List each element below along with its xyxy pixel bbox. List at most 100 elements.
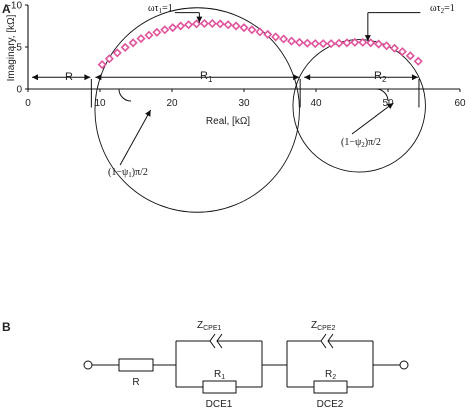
data-point-35 — [374, 39, 384, 49]
annotation-phase-angle-1: (1−ψ1)π/2 — [108, 167, 148, 179]
annotation-omega-tau-2-sub: 2 — [441, 7, 445, 15]
data-point-24 — [286, 36, 297, 46]
data-point-27 — [310, 39, 320, 49]
boundary-markers — [90, 78, 420, 108]
annotation-omega-tau-2: ωτ2=1 — [430, 3, 455, 15]
x-tick-label-30: 30 — [238, 98, 250, 109]
data-point-39 — [405, 51, 415, 61]
annotation-omega-tau-1-main: ωτ — [148, 3, 159, 14]
data-point-15 — [215, 19, 225, 29]
data-point-37 — [389, 43, 400, 53]
block1-rails — [175, 341, 263, 387]
data-point-6 — [144, 30, 154, 40]
segment-label-r1-sub: 1 — [208, 75, 213, 84]
label-dce2: DCE2 — [317, 399, 344, 410]
label-r: R — [132, 377, 139, 388]
data-point-20 — [255, 27, 265, 37]
y-axis-label: Imaginary, [kΩ] — [6, 14, 17, 81]
segment-r-arrow-left — [32, 74, 38, 81]
arc-circle-r1 — [94, 7, 300, 213]
x-axis-label: Real, [kΩ] — [206, 116, 250, 127]
label-z-cpe1: ZCPE1 — [197, 320, 222, 332]
resistor-r1 — [202, 380, 237, 394]
arrow-phase-2-head — [386, 103, 394, 109]
arrow-phase-1-head — [145, 110, 151, 117]
data-point-33 — [358, 37, 368, 47]
label-z-cpe2: ZCPE2 — [311, 320, 336, 332]
segment-r1-arrow-left — [95, 74, 102, 81]
label-r2: R2 — [325, 369, 336, 381]
arrow-phase-1-line — [119, 109, 152, 166]
segment-label-r2-sub: 2 — [382, 75, 387, 84]
segment-r-arrow-right — [84, 74, 91, 81]
annotation-arrows — [119, 12, 421, 166]
annotation-omega-tau-2-main: ωτ — [430, 3, 441, 14]
data-point-1 — [104, 54, 114, 64]
data-point-5 — [136, 34, 146, 44]
data-point-9 — [168, 23, 178, 33]
data-point-2 — [112, 48, 122, 58]
resistor-r — [118, 358, 154, 372]
annotation-phase-angle-1-a: (1−ψ — [108, 167, 129, 178]
terminal-right — [399, 360, 409, 370]
segment-label-r1: R1 — [200, 70, 213, 84]
block2-rails — [286, 341, 374, 387]
segment-r2-arrow-right — [411, 74, 418, 81]
annotation-phase-angle-2-a: (1−ψ — [341, 137, 362, 148]
label-z-cpe1-main: Z — [197, 320, 203, 331]
panel-a-label: A — [2, 2, 11, 16]
resistor-r2 — [313, 380, 348, 394]
semicircle-arcs — [94, 7, 426, 213]
annotation-omega-tau-1: ωτ1=1 — [148, 3, 173, 15]
angle-arc-1 — [118, 88, 132, 102]
data-point-32 — [350, 37, 360, 47]
data-point-21 — [263, 29, 273, 39]
label-dce1: DCE1 — [206, 399, 233, 410]
data-point-29 — [326, 39, 336, 49]
data-point-16 — [223, 20, 233, 30]
segment-label-r2: R2 — [374, 70, 387, 84]
label-r2-sub: 2 — [332, 374, 336, 381]
circuit-labels: R ZCPE1 ZCPE2 R1 R2 DCE1 DCE2 — [132, 320, 343, 410]
data-point-0 — [97, 60, 107, 70]
annotation-phase-angle-2-b: )π/2 — [365, 137, 381, 148]
annotation-phase-angle-2-sub: 2 — [361, 141, 365, 149]
data-point-17 — [231, 21, 241, 31]
arrow-omega-tau-1-head — [196, 16, 203, 23]
data-point-23 — [279, 34, 289, 44]
annotation-omega-tau-1-tail: =1 — [162, 3, 173, 14]
data-point-28 — [318, 39, 328, 49]
data-point-13 — [199, 18, 209, 29]
label-r2-main: R — [325, 369, 332, 380]
data-point-26 — [302, 38, 312, 48]
arc-circle-r2 — [292, 39, 426, 173]
annotation-phase-angle-1-sub: 1 — [128, 171, 132, 179]
data-point-38 — [397, 47, 407, 57]
label-r1: R1 — [214, 369, 225, 381]
x-tick-label-60: 60 — [454, 98, 466, 109]
angle-arc-2 — [375, 88, 389, 102]
y-tick-label--5: -5 — [13, 43, 22, 54]
label-r1-main: R — [214, 369, 221, 380]
annotation-omega-tau-2-tail: =1 — [444, 3, 455, 14]
label-z-cpe1-sub: CPE1 — [203, 325, 221, 332]
data-point-36 — [382, 41, 392, 51]
label-z-cpe2-sub: CPE2 — [317, 325, 335, 332]
data-point-7 — [152, 27, 162, 37]
data-point-30 — [334, 38, 344, 48]
segment-r1-arrow-right — [293, 74, 300, 81]
resistance-segments — [32, 74, 418, 81]
terminal-left — [83, 360, 93, 370]
y-ticks: -10-50 — [8, 1, 28, 96]
segment-r2-arrow-left — [304, 74, 311, 81]
arrow-omega-tau-2-head — [364, 35, 371, 42]
label-z-cpe2-main: Z — [311, 320, 317, 331]
segment-label-r: R — [65, 71, 73, 83]
data-point-10 — [176, 21, 186, 31]
label-r1-sub: 1 — [221, 374, 225, 381]
data-point-11 — [184, 20, 194, 30]
segment-label-r1-main: R — [200, 70, 208, 82]
